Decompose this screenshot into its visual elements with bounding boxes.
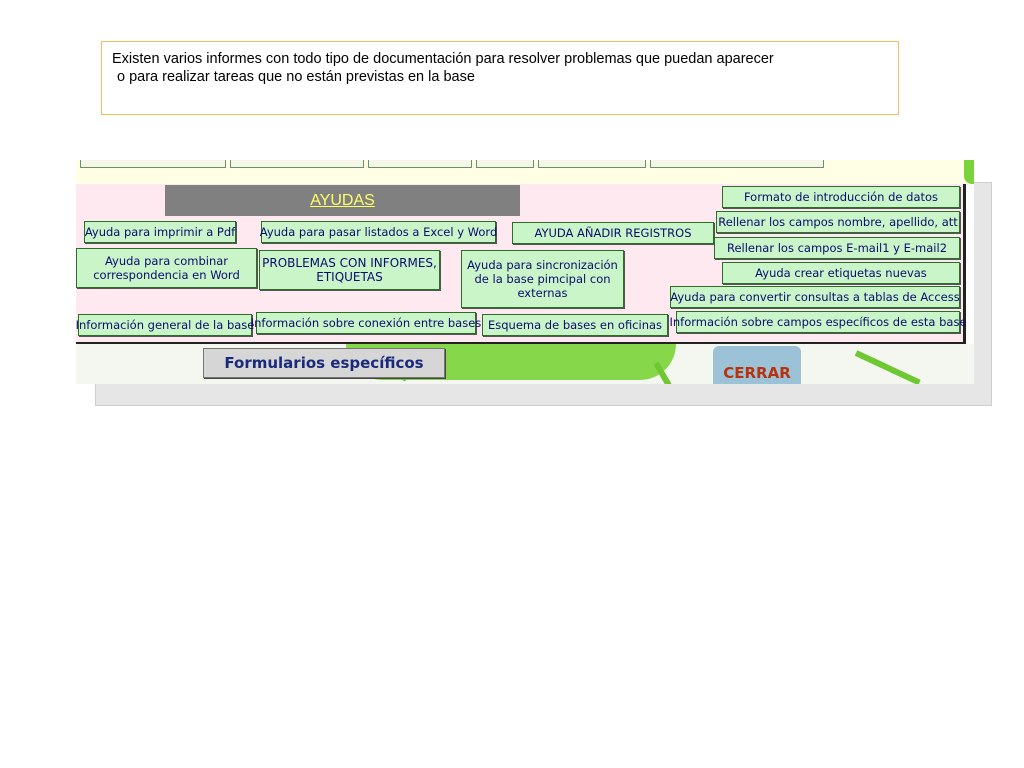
formato-datos-button[interactable]: Formato de introducción de datos	[722, 186, 960, 208]
embedded-app-screenshot: AYUDAS Formato de introducción de datos …	[76, 160, 974, 384]
etiquetas-nuevas-button[interactable]: Ayuda crear etiquetas nuevas	[722, 262, 960, 284]
description-box: Existen varios informes con todo tipo de…	[101, 41, 899, 115]
tab-stub	[476, 160, 534, 168]
formularios-especificos-button[interactable]: Formularios específicos	[203, 348, 445, 378]
rellenar-email-button[interactable]: Rellenar los campos E-mail1 y E-mail2	[714, 237, 960, 259]
sincronizacion-button[interactable]: Ayuda para sincronización de la base pim…	[461, 250, 624, 308]
tab-stub	[538, 160, 646, 168]
decorative-green-arc	[964, 160, 974, 184]
info-conexion-button[interactable]: Información sobre conexión entre bases	[251, 312, 481, 334]
description-line-2: o para realizar tareas que no están prev…	[117, 69, 475, 85]
convertir-consultas-button[interactable]: Ayuda para convertir consultas a tablas …	[670, 286, 960, 308]
anadir-registros-button[interactable]: AYUDA AÑADIR REGISTROS	[512, 222, 714, 244]
description-line-1: Existen varios informes con todo tipo de…	[112, 51, 774, 67]
ayudas-panel: AYUDAS Formato de introducción de datos …	[76, 184, 967, 344]
combinar-correspondencia-button[interactable]: Ayuda para combinar correspondencia en W…	[76, 248, 257, 288]
top-tab-strip	[76, 160, 974, 184]
ayudas-header: AYUDAS	[165, 185, 520, 216]
esquema-bases-button[interactable]: Esquema de bases en oficinas	[482, 314, 668, 336]
info-campos-button[interactable]: Información sobre campos específicos de …	[669, 311, 967, 333]
tab-stub	[650, 160, 824, 168]
problemas-informes-button[interactable]: PROBLEMAS CON INFORMES, ETIQUETAS	[259, 250, 440, 290]
imprimir-pdf-button[interactable]: Ayuda para imprimir a Pdf	[84, 221, 236, 243]
tab-stub	[230, 160, 364, 168]
rellenar-nombre-button[interactable]: Rellenar los campos nombre, apellido, at…	[716, 211, 960, 233]
tab-stub	[80, 160, 226, 168]
tab-stub	[368, 160, 472, 168]
excel-word-button[interactable]: Ayuda para pasar listados a Excel y Word	[260, 221, 497, 243]
info-general-button[interactable]: Información general de la base	[76, 314, 254, 336]
cerrar-button[interactable]: CERRAR	[713, 346, 801, 384]
